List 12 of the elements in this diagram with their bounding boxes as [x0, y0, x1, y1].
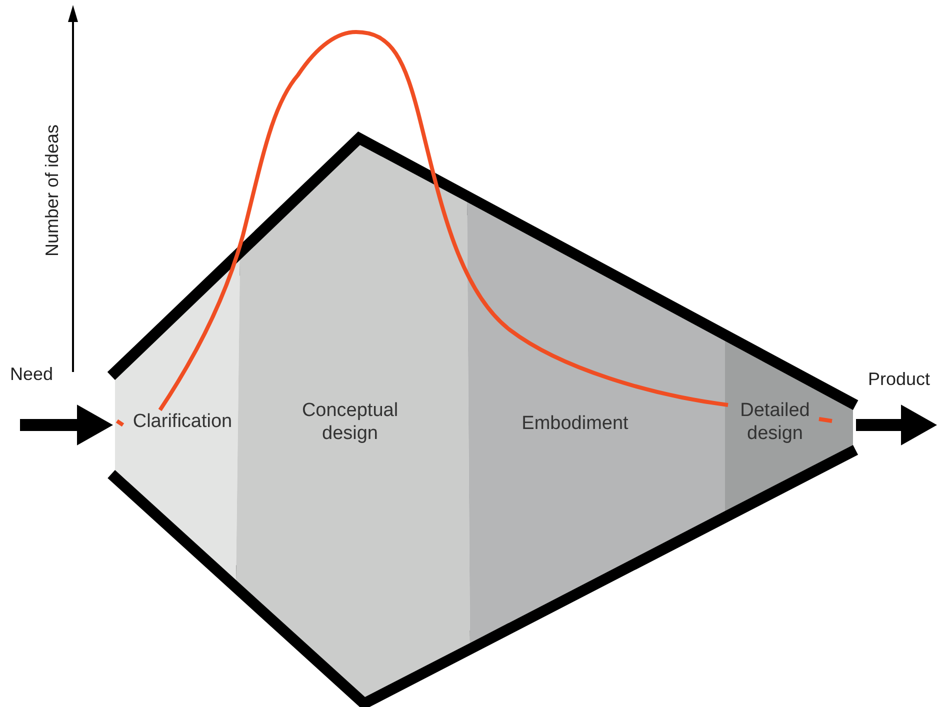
stage-band	[115, 260, 240, 580]
output-label: Product	[868, 369, 930, 390]
stage-label: Conceptual design	[300, 400, 400, 446]
stage-label: Clarification	[132, 411, 234, 434]
stage-label: Embodiment	[520, 413, 630, 436]
axis-label: Number of ideas	[42, 123, 63, 259]
flow-arrow	[856, 404, 937, 446]
stage-label: Detailed design	[739, 400, 811, 446]
stage-band	[467, 202, 725, 643]
input-label: Need	[10, 364, 54, 385]
stage-band	[236, 145, 470, 697]
flow-arrow	[20, 404, 113, 446]
